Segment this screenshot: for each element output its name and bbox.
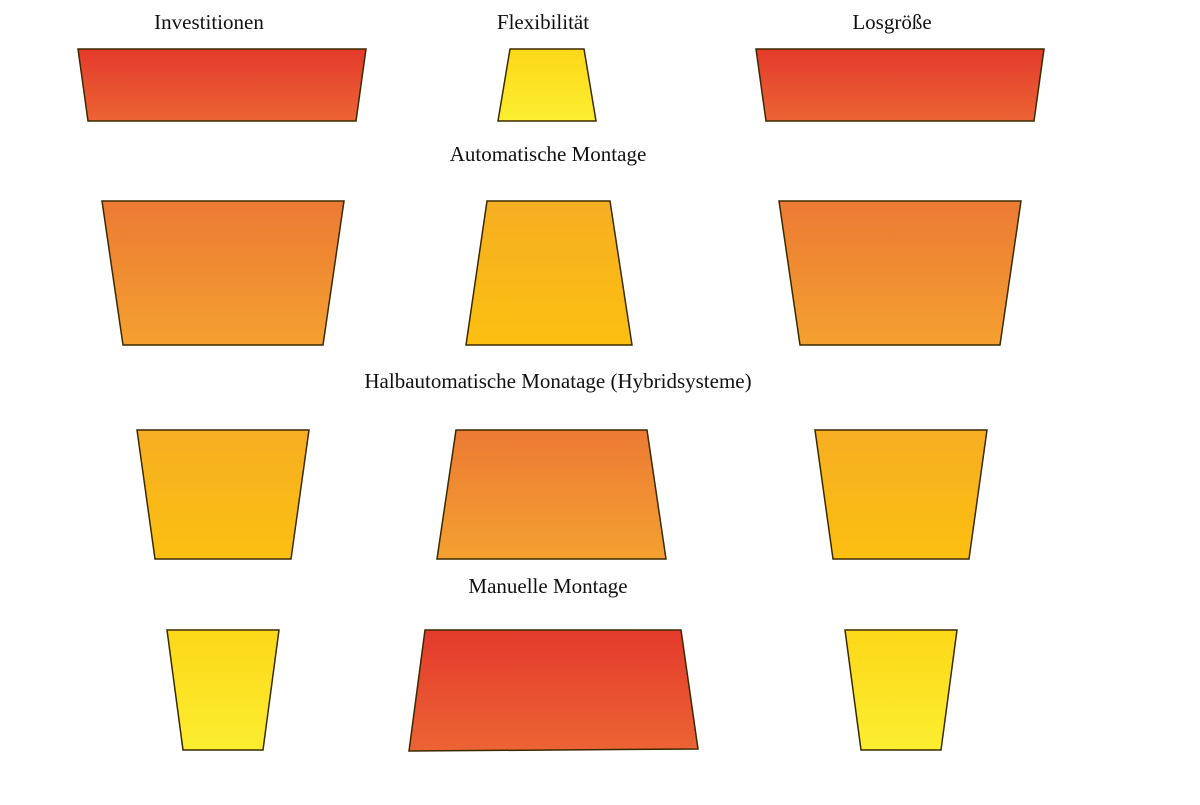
row-label-halbautomatische-montage: Halbautomatische Monatage (Hybridsysteme… — [364, 369, 752, 393]
shape-flexibilitaet-manuell — [436, 429, 667, 560]
shape-investitionen-row4 — [166, 629, 280, 751]
shape-flexibilitaet-halbautomatisch — [465, 200, 633, 346]
shape-losgroesse-automatisch — [755, 48, 1045, 122]
shape-investitionen-automatisch — [77, 48, 367, 122]
shape-flexibilitaet-automatisch — [497, 48, 597, 122]
row-label-manuelle-montage: Manuelle Montage — [468, 574, 628, 598]
shape-flexibilitaet-row4 — [408, 629, 699, 752]
shape-losgroesse-manuell — [814, 429, 988, 560]
shape-investitionen-manuell — [136, 429, 310, 560]
column-label-investitionen: Investitionen — [154, 10, 264, 34]
row-label-automatische-montage: Automatische Montage — [449, 142, 647, 166]
shape-losgroesse-halbautomatisch — [778, 200, 1022, 346]
shape-investitionen-halbautomatisch — [101, 200, 345, 346]
column-label-flexibilitaet: Flexibilität — [496, 10, 590, 34]
shape-losgroesse-row4 — [844, 629, 958, 751]
column-label-losgroesse: Losgröße — [852, 10, 932, 34]
